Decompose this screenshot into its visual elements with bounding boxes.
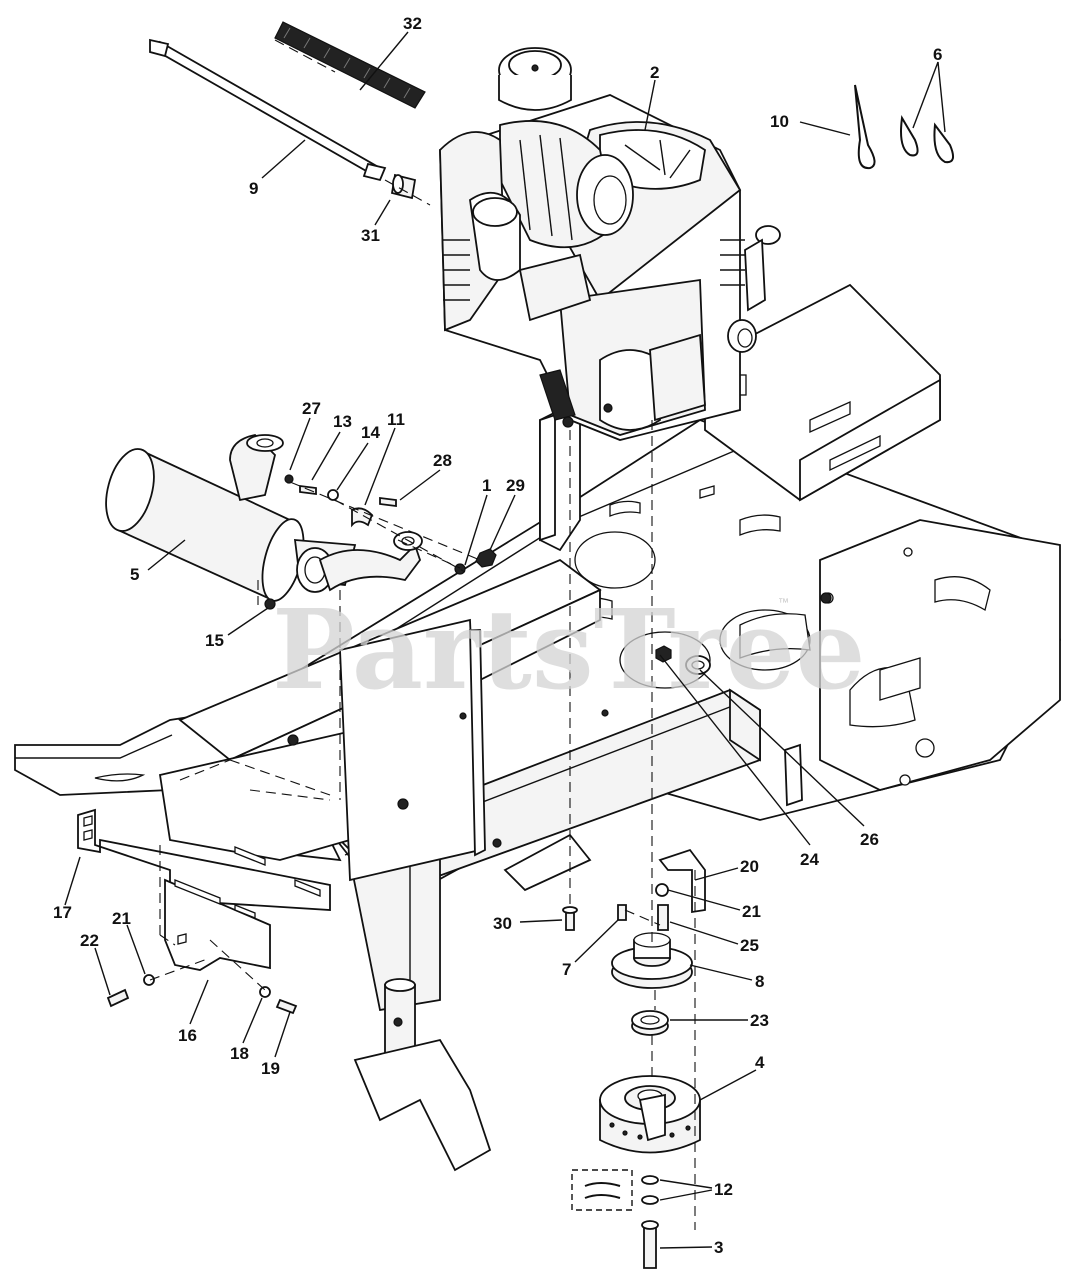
callout-27: 27	[302, 399, 321, 418]
callout-3: 3	[714, 1238, 723, 1257]
callout-22: 22	[80, 931, 99, 950]
callout-11: 11	[387, 410, 405, 429]
watermark-text: PartsTree	[272, 585, 866, 714]
callout-15: 15	[205, 631, 224, 650]
callout-21-left: 21	[112, 909, 131, 928]
engine-assembly	[439, 47, 781, 441]
callout-8: 8	[755, 972, 764, 991]
brackets-16-17	[77, 808, 331, 971]
callout-10: 10	[770, 112, 789, 131]
tube-sleeve-32	[274, 21, 426, 109]
callout-12: 12	[714, 1180, 733, 1199]
callout-20: 20	[740, 857, 759, 876]
callout-6: 6	[933, 45, 942, 64]
mower-frame	[14, 283, 1061, 1172]
callout-14: 14	[361, 423, 380, 442]
clutch-stack	[562, 645, 803, 1269]
callout-2: 2	[650, 63, 659, 82]
fitting-31	[390, 173, 417, 200]
callout-labels: 32 2 6 10 9 31 27 13 14 11 28 1 29 5 15 …	[53, 14, 942, 1257]
callout-19: 19	[261, 1059, 280, 1078]
callout-29: 29	[506, 476, 525, 495]
callout-21: 21	[742, 902, 761, 921]
callout-31: 31	[361, 226, 380, 245]
callout-7: 7	[562, 960, 571, 979]
callout-26: 26	[860, 830, 879, 849]
callout-23: 23	[750, 1011, 769, 1030]
cable-ties	[854, 84, 955, 170]
assembly-guide-lines	[149, 39, 696, 1230]
bracket-hardware	[106, 974, 298, 1015]
callout-16: 16	[178, 1026, 197, 1045]
exhaust-pipe	[318, 531, 423, 592]
callout-13: 13	[333, 412, 352, 431]
callout-5: 5	[130, 565, 139, 584]
callout-17: 17	[53, 903, 72, 922]
callout-1: 1	[482, 476, 491, 495]
callout-32: 32	[403, 14, 422, 33]
callout-30: 30	[493, 914, 512, 933]
watermark-trademark: ™	[778, 597, 789, 609]
callout-9: 9	[249, 179, 258, 198]
callout-24: 24	[800, 850, 819, 869]
callout-4: 4	[755, 1053, 765, 1072]
callout-leader-lines	[64, 31, 946, 1249]
callout-25: 25	[740, 936, 759, 955]
dipstick-tube-9	[149, 38, 387, 182]
callout-28: 28	[433, 451, 452, 470]
callout-18: 18	[230, 1044, 249, 1063]
watermark: PartsTree ™	[272, 585, 866, 714]
